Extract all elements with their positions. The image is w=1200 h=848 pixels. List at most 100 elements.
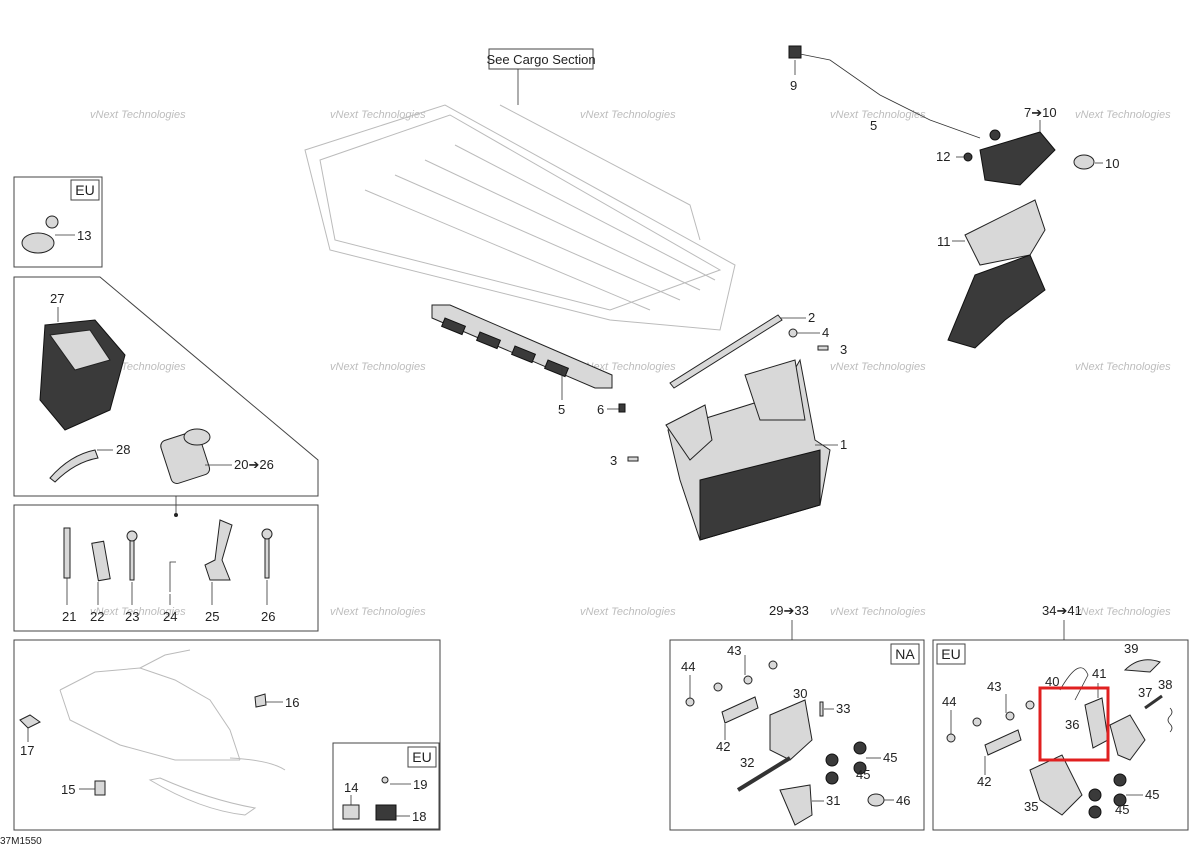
callout-37: 37: [1138, 685, 1152, 700]
eu-decal-box: [332, 742, 440, 830]
callout-5: 5: [558, 402, 565, 417]
callout-15: 15: [61, 782, 75, 797]
watermark: vNext Technologies: [90, 606, 186, 618]
callout-44: 44: [942, 694, 956, 709]
bracket-part-36b: [1109, 714, 1146, 761]
tool-bag-part-20: [160, 428, 211, 484]
eu-bracket-box: [932, 639, 1189, 831]
callout-45: 45: [1115, 802, 1129, 817]
watermark: vNext Technologies: [330, 361, 426, 373]
callout-21: 21: [62, 609, 76, 624]
decal-part-17: [19, 714, 41, 729]
callout-16: 16: [285, 695, 299, 710]
wiring-harness-part-9: [788, 45, 981, 139]
vehicle-box: [13, 639, 441, 831]
callout-46: 46: [896, 793, 910, 808]
callout-17: 17: [20, 743, 34, 758]
callout-29-33: 29➔33: [769, 603, 809, 618]
light-housing-part-11: [947, 199, 1046, 349]
clip-part-39: [1123, 659, 1161, 673]
bracket-part-31: [779, 784, 813, 826]
watermark: vNext Technologies: [830, 606, 926, 618]
watermark: vNext Technologies: [830, 109, 926, 121]
callout-31: 31: [826, 793, 840, 808]
eu-tag: EU: [75, 182, 94, 198]
bracket-part-35: [1029, 754, 1083, 816]
spark-plug-wrench-part-22: [91, 540, 111, 582]
side-trim-part-5: [431, 304, 613, 389]
callout-36: 36: [1065, 717, 1079, 732]
washer-part-4: [788, 328, 798, 338]
callout-30: 30: [793, 686, 807, 701]
callout-13: 13: [77, 228, 91, 243]
callout-3: 3: [610, 453, 617, 468]
label-part-14: [342, 804, 360, 820]
callout-33: 33: [836, 701, 850, 716]
callout-39: 39: [1124, 641, 1138, 656]
pin-part-32: [736, 756, 792, 792]
callout-18: 18: [412, 809, 426, 824]
callout-45: 45: [1145, 787, 1159, 802]
callout-2: 2: [808, 310, 815, 325]
plate-part-42: [984, 729, 1022, 756]
watermark: vNext Technologies: [1075, 361, 1171, 373]
drawing-code: 37M1550: [0, 836, 42, 847]
decal-part-16: [254, 693, 267, 708]
pin-part-38: [1144, 694, 1163, 710]
bulb-part-10: [1073, 154, 1095, 170]
tail-light-part-7: [979, 129, 1056, 186]
callout-44: 44: [681, 659, 695, 674]
callout-5: 5: [870, 118, 877, 133]
callout-20-26: 20➔26: [234, 457, 274, 472]
screw-part-19: [381, 776, 389, 784]
callout-1: 1: [840, 437, 847, 452]
reflector-part-13: [21, 232, 55, 254]
tools-box: [13, 504, 319, 632]
storage-bag-part-27: [39, 319, 126, 431]
na-tag: NA: [895, 646, 915, 662]
strap-part-28: [49, 449, 99, 483]
highlight-box-part-36: [1038, 686, 1110, 762]
callout-12: 12: [936, 149, 950, 164]
callout-26: 26: [261, 609, 275, 624]
clutch-tool-part-25: [204, 519, 233, 581]
callout-34-41: 34➔41: [1042, 603, 1082, 618]
callout-42: 42: [716, 739, 730, 754]
eu-tag: EU: [412, 749, 431, 765]
callout-11: 11: [937, 234, 951, 249]
plate-part-18: [375, 804, 397, 821]
rear-flap-part-1: [665, 358, 831, 541]
decal-part-15: [94, 780, 106, 796]
callout-35: 35: [1024, 799, 1038, 814]
wrench-part-23: [126, 530, 138, 581]
eu-tag: EU: [941, 646, 960, 662]
storage-bag-box: [13, 276, 319, 497]
bracket-part-36: [1084, 697, 1109, 749]
watermark: vNext Technologies: [580, 361, 676, 373]
na-bracket-box: [669, 639, 925, 831]
callout-28: 28: [116, 442, 130, 457]
wrench-part-26: [261, 528, 273, 579]
callout-42: 42: [977, 774, 991, 789]
callout-9: 9: [790, 78, 797, 93]
tool-part-21: [63, 527, 71, 579]
strip-part-2: [669, 314, 783, 389]
callout-45: 45: [883, 750, 897, 765]
callout-32: 32: [740, 755, 754, 770]
callout-22: 22: [90, 609, 104, 624]
callout-40: 40: [1045, 674, 1059, 689]
callout-27: 27: [50, 291, 64, 306]
pin-part-40: [1059, 667, 1089, 701]
watermarks: vNext Technologies vNext Technologies vN…: [90, 109, 1171, 618]
callout-19: 19: [413, 777, 427, 792]
watermark: vNext Technologies: [330, 109, 426, 121]
cap-part-46: [867, 793, 885, 807]
callout-3: 3: [840, 342, 847, 357]
spring-part-37: [1167, 707, 1173, 733]
callout-4: 4: [822, 325, 829, 340]
watermark: vNext Technologies: [580, 109, 676, 121]
callout-43: 43: [727, 643, 741, 658]
callout-45: 45: [856, 767, 870, 782]
callout-6: 6: [597, 402, 604, 417]
